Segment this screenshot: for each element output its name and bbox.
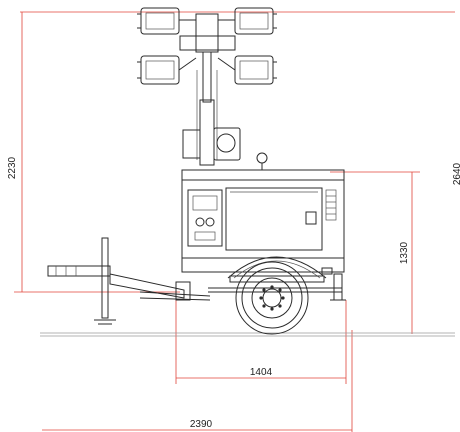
winch-left	[182, 129, 201, 159]
hitch-coupler	[47, 265, 111, 277]
drawbar	[47, 237, 211, 325]
access-door	[225, 187, 323, 251]
lifting-eye	[256, 152, 268, 164]
winch-right	[213, 127, 241, 161]
running-gear	[208, 256, 346, 301]
telescopic-mast	[182, 51, 268, 170]
door-lock	[305, 211, 317, 225]
hub	[262, 288, 282, 308]
overall-height-label: 2640	[452, 162, 460, 185]
overall-length-label: 2390	[190, 419, 213, 430]
light-crossbar	[179, 35, 236, 51]
light-head-bottom-right	[234, 55, 277, 85]
body-height-label: 1330	[399, 241, 410, 264]
wheelbase-label: 1404	[250, 367, 273, 378]
brake-box	[175, 281, 191, 301]
wheel	[235, 261, 309, 335]
dimension-lines	[14, 11, 455, 432]
rear-stand	[333, 273, 343, 301]
fender	[227, 256, 327, 279]
base-skirt	[181, 257, 345, 273]
drawbar-beam	[109, 273, 185, 299]
mast-height-label: 2230	[7, 156, 18, 179]
light-head-top-left	[137, 7, 180, 35]
canopy-roof	[181, 169, 345, 181]
rim	[251, 277, 293, 319]
light-head-top-right	[234, 7, 277, 35]
tail-light	[321, 267, 333, 275]
control-panel	[187, 189, 223, 247]
light-heads	[137, 7, 277, 85]
jockey-stand	[101, 237, 109, 319]
tyre-inner	[241, 267, 303, 329]
light-bracket	[195, 13, 219, 53]
light-head-bottom-left	[137, 55, 180, 85]
tyre	[235, 261, 309, 335]
ground-line	[40, 332, 455, 337]
generator-body	[181, 169, 345, 273]
